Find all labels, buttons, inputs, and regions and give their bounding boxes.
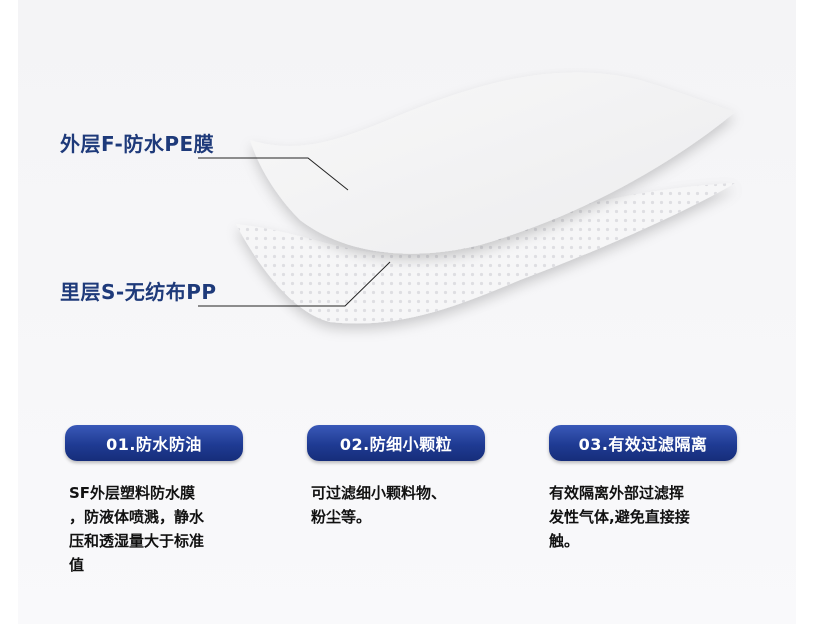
feature-particle-filter: 02.防细小颗粒 可过滤细小颗料物、 粉尘等。	[307, 425, 485, 529]
inner-leader-line	[198, 261, 391, 307]
feature-title-badge: 02.防细小颗粒	[307, 425, 485, 461]
outer-layer	[250, 72, 735, 254]
feature-description: 有效隔离外部过滤挥 发性气体,避免直接接 触。	[549, 484, 690, 550]
layers-illustration	[198, 72, 735, 324]
outer-layer-label: 外层F-防水PE膜	[60, 132, 215, 156]
feature-title-badge: 03.有效过滤隔离	[549, 425, 737, 461]
outer-leader-line	[198, 157, 349, 191]
feature-description: 可过滤细小颗料物、 粉尘等。	[311, 484, 447, 526]
inner-layer	[236, 183, 735, 324]
inner-layer-label: 里层S-无纺布PP	[60, 280, 217, 304]
feature-waterproof: 01.防水防油 SF外层塑料防水膜 ，防液体喷溅，静水 压和透湿量大于标准 值	[65, 425, 243, 577]
feature-title-badge: 01.防水防油	[65, 425, 243, 461]
feature-isolation: 03.有效过滤隔离 有效隔离外部过滤挥 发性气体,避免直接接 触。	[549, 425, 737, 553]
feature-description: SF外层塑料防水膜 ，防液体喷溅，静水 压和透湿量大于标准 值	[69, 484, 205, 574]
